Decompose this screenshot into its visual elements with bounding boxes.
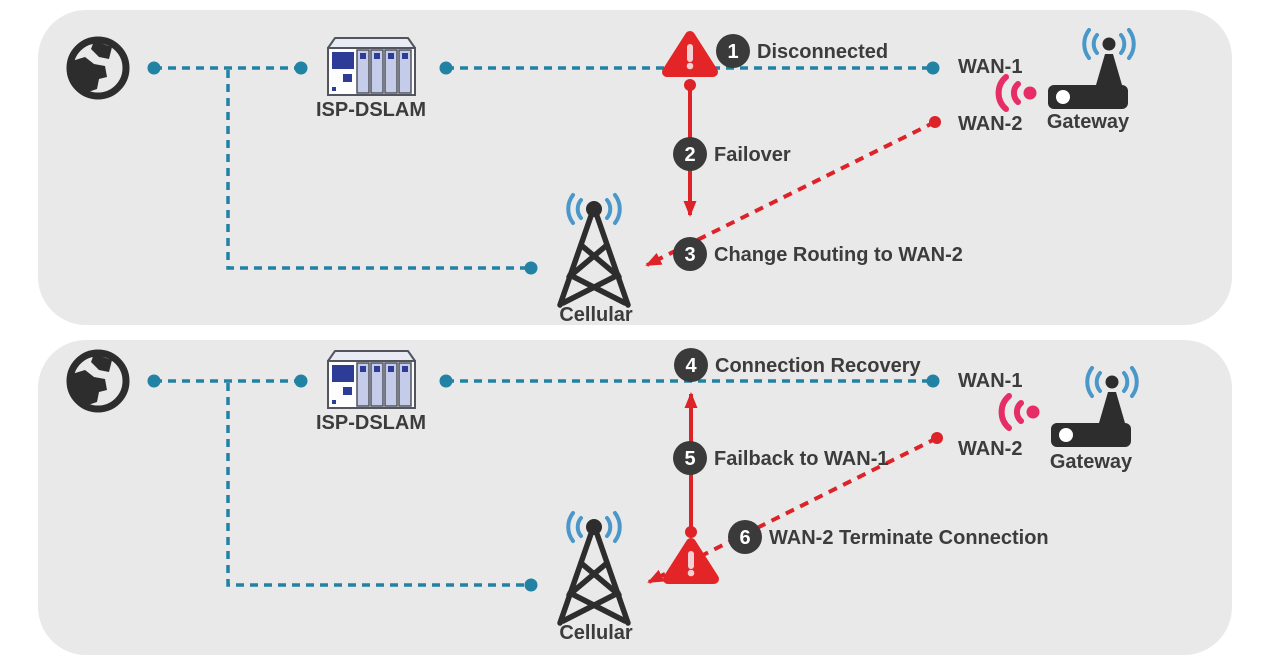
step-3-label: Change Routing to WAN-2 [714,244,963,266]
gateway-router-icon [1048,28,1136,109]
isp-dslam-label: ISP-DSLAM [316,99,426,121]
isp-dslam-label: ISP-DSLAM [316,412,426,434]
step-5-badge: 5 [673,441,707,475]
step-6-badge: 6 [728,520,762,554]
wan2-terminate-link [647,432,943,584]
step-4-label: Connection Recovery [715,355,921,377]
svg-text:2: 2 [684,144,695,166]
wan2-label: WAN-2 [958,113,1022,135]
step-3-badge: 3 [673,237,707,271]
antenna-signal-icon [1085,366,1139,398]
internet-globe-icon [66,349,130,413]
gateway-router-icon [1051,366,1139,447]
wan2-label: WAN-2 [958,438,1022,460]
step-1-label: Disconnected [757,41,888,63]
internet-globe-icon [66,36,130,100]
failover-diagram: ISP-DSLAM [66,28,1136,325]
gateway-wifi-signal-icon [998,393,1040,431]
wan2-routing-link [645,116,941,267]
gateway-label: Gateway [1050,451,1133,473]
cellular-tower-icon: Cellular [557,193,633,325]
step-6-label: WAN-2 Terminate Connection [769,527,1049,549]
internet-dslam-link [147,374,308,388]
svg-text:6: 6 [739,527,750,549]
panel-failover: ISP-DSLAM [38,10,1232,325]
terminate-warning-icon [663,538,719,584]
cellular-tower-icon: Cellular [557,511,633,644]
svg-text:1: 1 [727,41,738,63]
disconnected-warning-icon [662,31,718,77]
gateway-label: Gateway [1047,111,1130,133]
isp-dslam-icon [327,350,416,409]
internet-cellular-link [226,70,538,275]
svg-text:4: 4 [685,355,697,377]
step-2-badge: 2 [673,137,707,171]
failback-diagram: ISP-DSLAM [66,348,1139,644]
svg-text:5: 5 [684,448,695,470]
step-2-label: Failover [714,144,791,166]
internet-dslam-link [147,61,308,75]
step-5-label: Failback to WAN-1 [714,448,888,470]
isp-dslam-icon [327,37,416,96]
gateway-wifi-signal-icon [995,74,1037,112]
cellular-signal-icon [566,193,622,225]
cellular-label: Cellular [559,304,633,325]
step-4-badge: 4 [674,348,708,382]
cellular-label: Cellular [559,622,633,644]
cellular-signal-icon [566,511,622,543]
antenna-signal-icon [1082,28,1136,60]
wan1-label: WAN-1 [958,56,1022,78]
panel-failback: ISP-DSLAM [38,340,1232,655]
svg-text:3: 3 [684,244,695,266]
internet-cellular-link [226,383,538,592]
wan1-label: WAN-1 [958,370,1022,392]
step-1-badge: 1 [716,34,750,68]
